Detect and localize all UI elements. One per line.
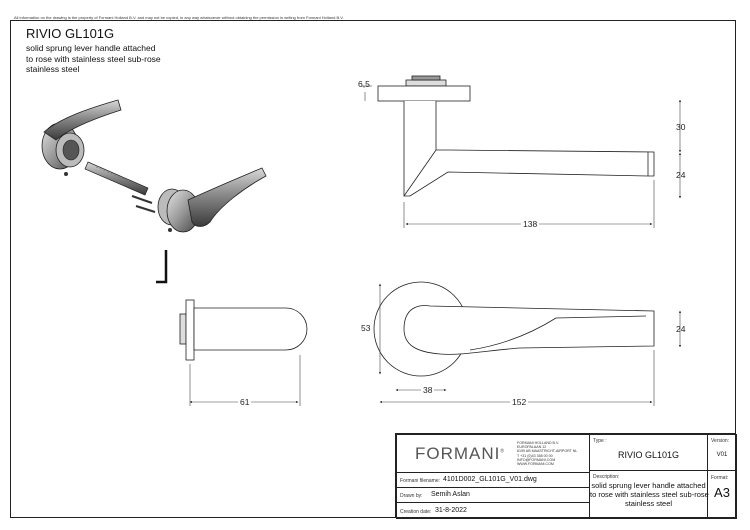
side-view	[179, 299, 308, 361]
exploded-isometric-view	[41, 99, 267, 284]
sheet-border	[10, 20, 736, 518]
format-value: A3	[714, 485, 730, 500]
creation-date-value: 31-8-2022	[435, 507, 467, 514]
formani-logo: FORMANI®	[415, 444, 506, 463]
title-block: FORMANI® FORMANI HOLLAND B.V. EUROPALAAN…	[395, 433, 737, 519]
version-cell: Version: V01	[707, 434, 737, 471]
type-value: RIVIO GL101G	[617, 450, 680, 460]
description-line: to rose with stainless steel sub-rose	[26, 53, 161, 64]
dim-side-projection: 61	[238, 397, 252, 407]
dim-rose-offset: 38	[421, 385, 435, 395]
creation-date-cell: Creation date: 31-8-2022	[396, 502, 590, 519]
version-value: V01	[716, 452, 728, 458]
dim-lever-width-front: 24	[676, 324, 686, 334]
back-lever	[43, 99, 122, 141]
description-cell: Description: solid sprung lever handle a…	[589, 470, 709, 519]
description-line: stainless steel	[26, 64, 80, 74]
drawn-by-cell: Drawn by: Semih Aslan	[396, 487, 590, 503]
disclaimer: All information on the drawing is the pr…	[14, 15, 344, 20]
top-view	[377, 75, 655, 197]
format-cell: Format: A3	[707, 470, 737, 519]
logo-cell: FORMANI® FORMANI HOLLAND B.V. EUROPALAAN…	[396, 434, 590, 473]
type-cell: Type : RIVIO GL101G	[589, 434, 708, 471]
filename-value: 4101D002_GL101G_V01.dwg	[443, 476, 537, 483]
dim-rose-thickness: 6,5	[358, 79, 370, 89]
description-value: solid sprung lever handle attached to ro…	[590, 481, 709, 508]
dim-height-top: 30	[676, 122, 686, 132]
dim-length-top: 138	[521, 219, 540, 229]
filename-cell: Formani filename: 4101D002_GL101G_V01.dw…	[396, 472, 590, 488]
front-lever	[187, 167, 267, 227]
allen-key	[156, 250, 168, 284]
fixing-screw	[135, 205, 156, 213]
product-description: solid sprung lever handle attached to ro…	[26, 43, 161, 75]
company-address: FORMANI HOLLAND B.V. EUROPALAAN 12 6199 …	[517, 441, 578, 467]
front-view	[373, 281, 655, 377]
fixing-screw	[131, 195, 153, 204]
front-lever-outline	[403, 305, 655, 355]
dim-rose-diameter: 53	[361, 323, 371, 333]
page-title: RIVIO GL101G	[26, 26, 115, 41]
description-line: solid sprung lever handle attached	[26, 43, 156, 53]
spindle	[84, 161, 149, 196]
dim-length-front: 152	[510, 397, 529, 407]
dim-height-lever: 24	[676, 170, 686, 180]
drawn-by-value: Semih Aslan	[431, 491, 470, 498]
